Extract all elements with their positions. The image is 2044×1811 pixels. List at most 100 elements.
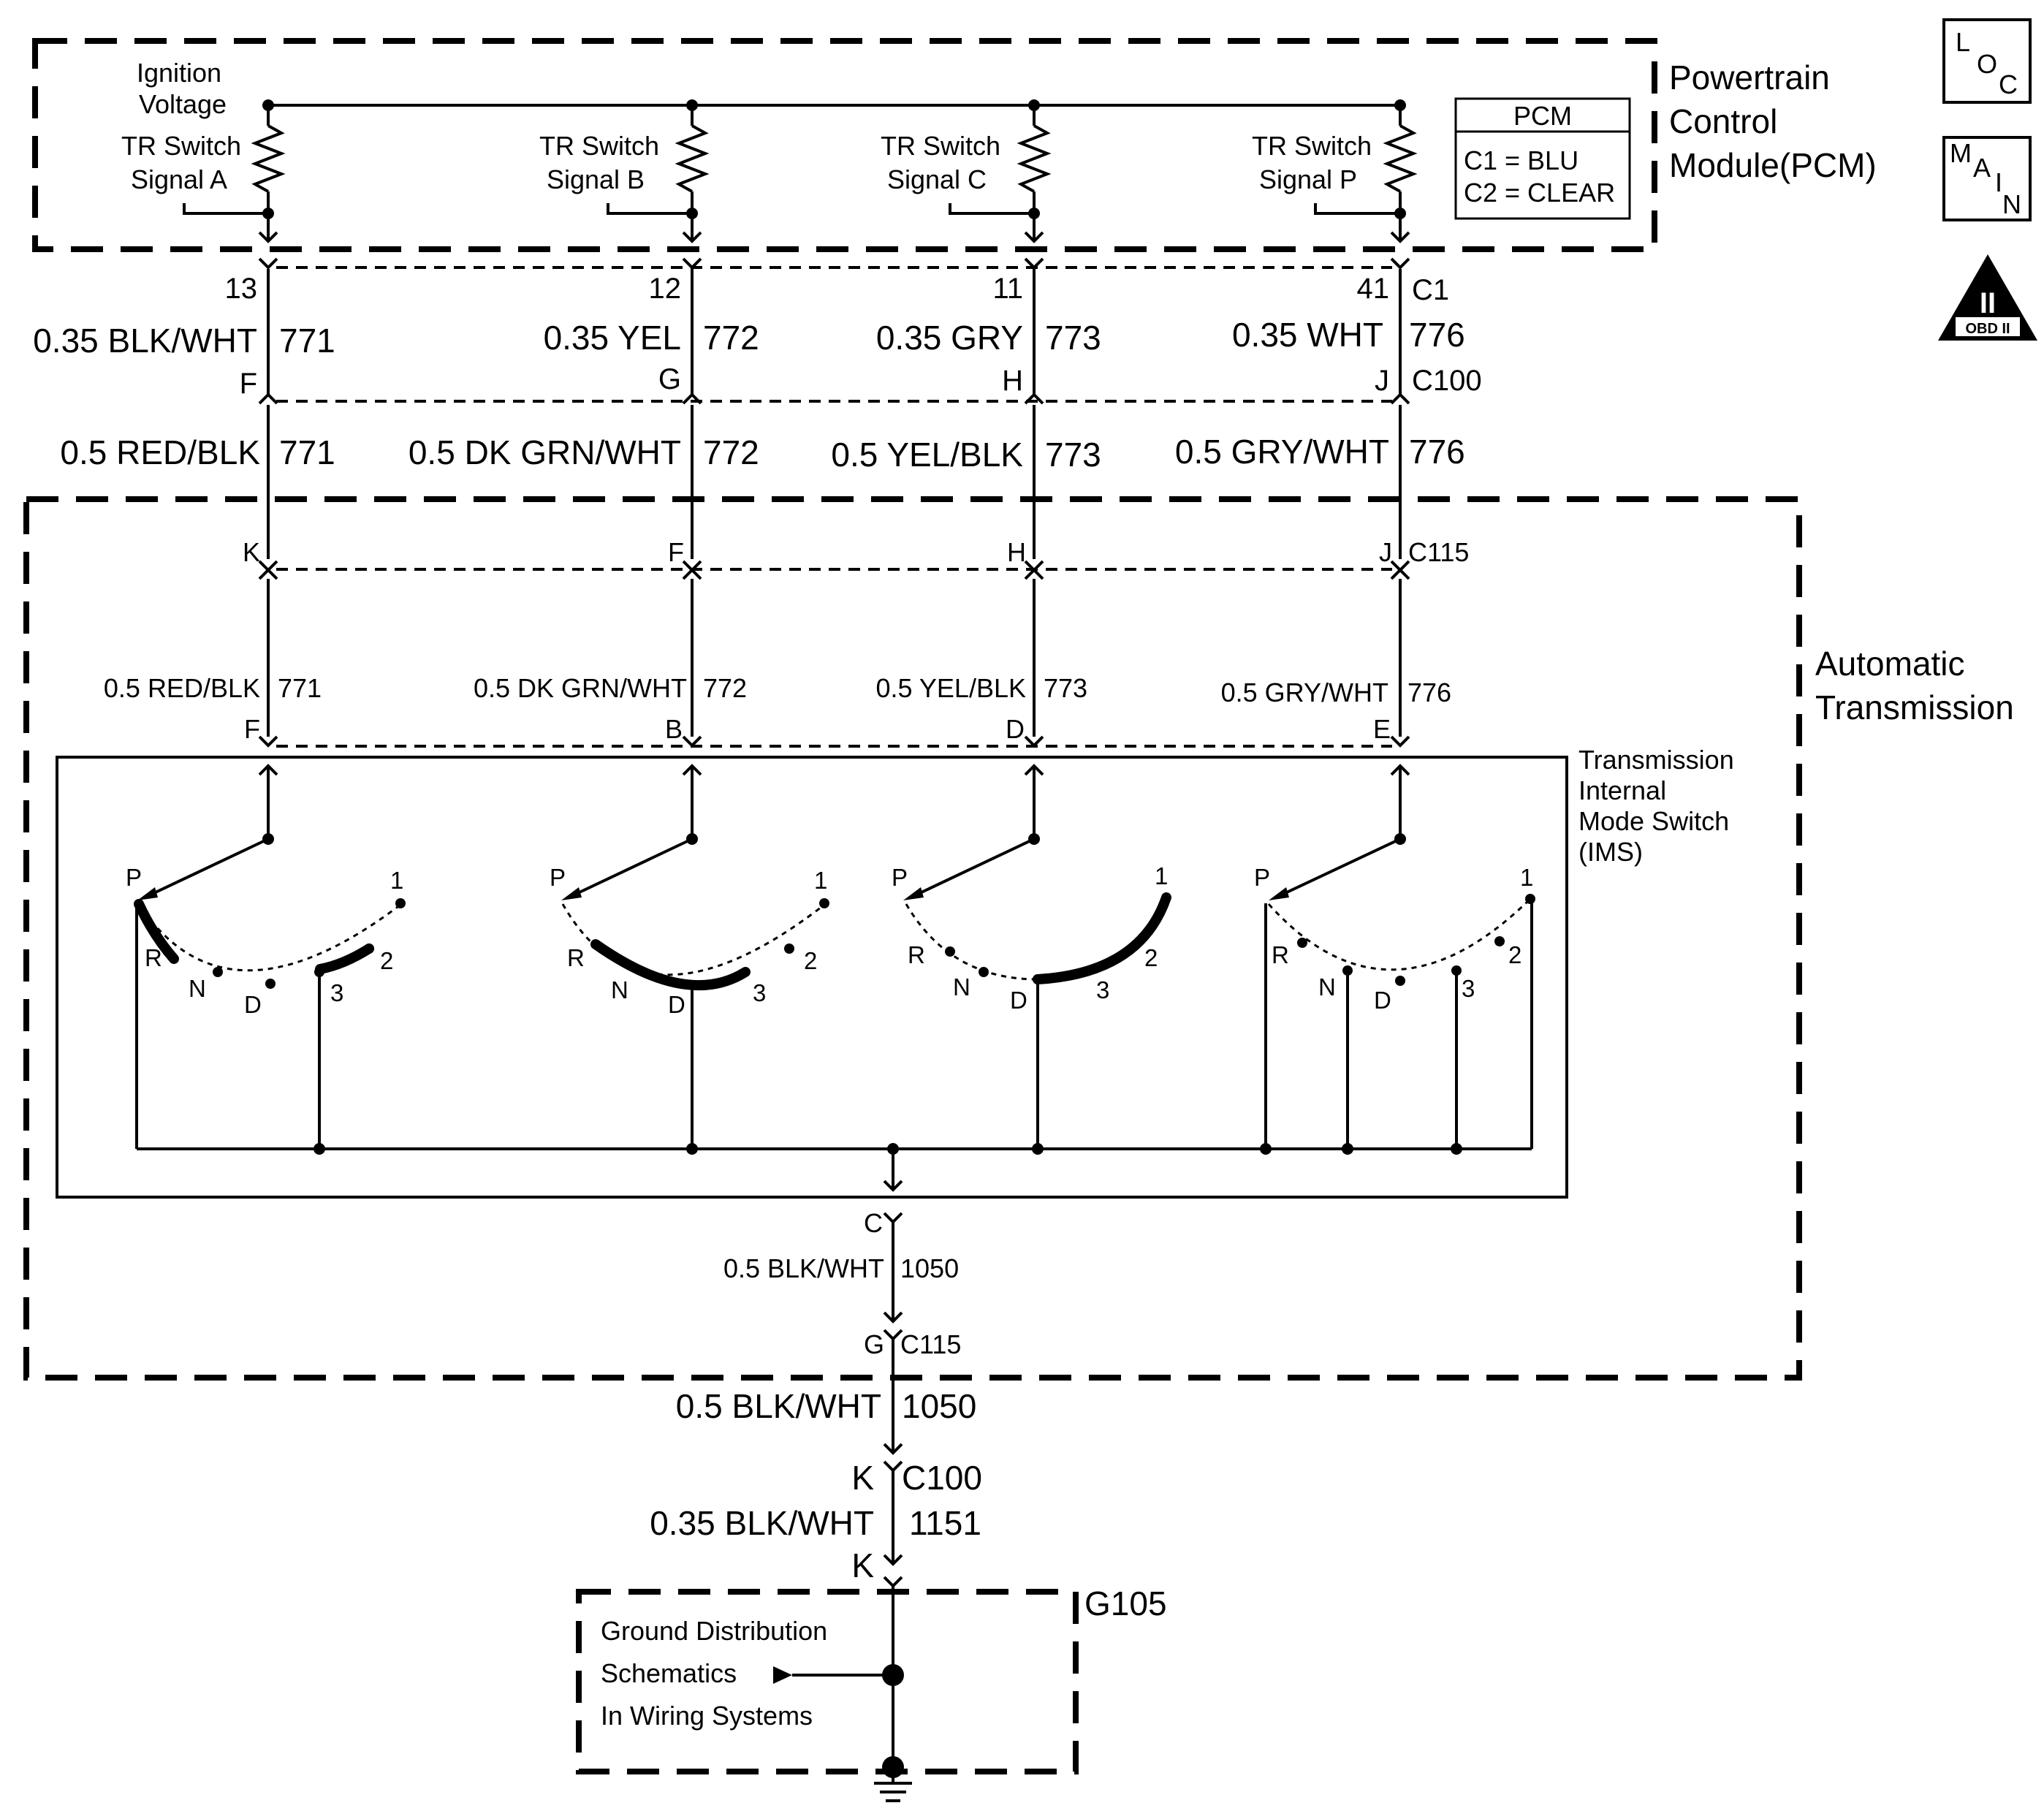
ground-g105-wiring (792, 1586, 904, 1783)
wire-color-772-internal: 0.5 DK GRN/WHT (474, 673, 687, 703)
c100-label: C100 (1412, 365, 1482, 397)
pullup-resistor-a (251, 105, 286, 241)
wire-color-771-pcm: 0.35 BLK/WHT (33, 322, 257, 360)
pcm-boundary (32, 38, 1657, 252)
pullup-resistor-p (1383, 105, 1418, 241)
wire-color-773-pcm: 0.35 GRY (876, 319, 1023, 357)
ims-pin-b: B (665, 714, 683, 744)
signal-tap-b (607, 203, 702, 243)
circuit-776-internal: 776 (1407, 677, 1451, 707)
circuit-1050-internal: 1050 (900, 1253, 959, 1283)
wire-color-772-harness: 0.5 DK GRN/WHT (409, 433, 681, 471)
svg-text:1: 1 (1520, 864, 1533, 891)
svg-text:3: 3 (753, 979, 766, 1006)
svg-text:P: P (126, 864, 142, 891)
c1-pin-c: 11 (992, 273, 1023, 305)
c115-terminals (258, 560, 1410, 737)
ground-c100-label: C100 (902, 1459, 982, 1497)
circuit-772-internal: 772 (703, 673, 747, 703)
svg-text:O: O (1977, 49, 1997, 79)
wire-color-773-internal: 0.5 YEL/BLK (876, 673, 1027, 703)
wire-color-776-internal: 0.5 GRY/WHT (1221, 677, 1388, 707)
signal-tap-p (1314, 203, 1410, 243)
svg-text:D: D (244, 991, 262, 1018)
ims-switch-c: P R N D 3 2 1 (892, 833, 1171, 1149)
signal-a-label: TR Switch Signal A (121, 131, 248, 194)
obd-ii-badge[interactable]: II OBD II (1938, 254, 2037, 341)
ground-c115-pin-bottom: G (864, 1329, 884, 1359)
svg-text:C: C (1999, 69, 2018, 99)
ims-pin-p: E (1373, 714, 1391, 744)
circuit-776-pcm: 776 (1409, 316, 1465, 354)
circuit-771-harness: 771 (279, 433, 335, 471)
ims-switch-a: P R N D 3 2 1 (126, 833, 406, 1149)
signal-b-label: TR Switch Signal B (539, 131, 666, 194)
ims-connector-terminals (258, 735, 1410, 748)
svg-text:R: R (567, 944, 585, 971)
main-badge[interactable]: M A I N (1942, 136, 2032, 221)
pullup-resistor-b (675, 105, 710, 241)
pcm-legend-title: PCM (1513, 101, 1572, 131)
svg-text:2: 2 (804, 947, 817, 974)
svg-text:R: R (908, 941, 925, 968)
c1-c100-wire-segments (258, 257, 1410, 405)
harness-wires (267, 405, 1402, 559)
svg-text:N: N (953, 973, 970, 1001)
ground-c115-label: C115 (900, 1329, 961, 1359)
c100-pin-p: J (1375, 365, 1389, 397)
svg-text:D: D (668, 991, 685, 1018)
c100-pin-b: G (658, 363, 681, 395)
ims-box (56, 756, 1568, 1199)
ground-g105-boundary (576, 1589, 1079, 1774)
signal-p-label: TR Switch Signal P (1252, 131, 1379, 194)
svg-text:3: 3 (1462, 975, 1475, 1002)
wire-color-776-harness: 0.5 GRY/WHT (1175, 433, 1389, 471)
wire-color-1151: 0.35 BLK/WHT (650, 1504, 874, 1542)
pcm-legend-c2: C2 = CLEAR (1464, 178, 1615, 208)
circuit-771-internal: 771 (278, 673, 322, 703)
svg-text:1: 1 (1155, 862, 1168, 889)
svg-text:D: D (1010, 987, 1027, 1014)
svg-text:3: 3 (1096, 976, 1109, 1003)
circuit-776-harness: 776 (1409, 433, 1465, 471)
ims-ground-bus (137, 1143, 1532, 1192)
c115-pin-a: K (243, 537, 260, 567)
ground-symbol-icon (874, 1782, 912, 1802)
svg-text:P: P (1254, 864, 1270, 891)
ground-c115-pin-top: C (864, 1208, 883, 1238)
c100-pin-c: H (1002, 365, 1023, 397)
svg-text:A: A (1973, 153, 1991, 183)
circuit-773-internal: 773 (1044, 673, 1087, 703)
c1-label: C1 (1412, 274, 1449, 306)
c100-pin-a: F (240, 368, 257, 400)
wire-color-1050-harness: 0.5 BLK/WHT (676, 1387, 881, 1425)
svg-text:1: 1 (390, 867, 403, 894)
pullup-resistor-c (1017, 105, 1052, 241)
svg-text:R: R (145, 944, 162, 971)
signal-tap-c (949, 203, 1044, 243)
svg-text:2: 2 (1144, 944, 1158, 971)
svg-text:N: N (2002, 189, 2021, 219)
pcm-connector-legend (1454, 97, 1631, 220)
wire-color-771-harness: 0.5 RED/BLK (60, 433, 260, 471)
c115-label: C115 (1408, 537, 1469, 567)
svg-text:2: 2 (1508, 941, 1521, 968)
svg-text:N: N (611, 976, 628, 1003)
svg-text:2: 2 (380, 947, 393, 974)
ignition-voltage-label: Ignition Voltage (137, 58, 229, 119)
wire-color-771-internal: 0.5 RED/BLK (104, 673, 260, 703)
svg-text:II: II (1980, 287, 1996, 319)
ground-reference-arrow (773, 1666, 792, 1684)
ground-c100-pin: K (851, 1459, 874, 1497)
c115-pin-c: H (1007, 537, 1026, 567)
c1-pin-a: 13 (225, 273, 258, 305)
location-badge[interactable]: L O C (1942, 18, 2032, 104)
ims-switch-b: P R N D 3 2 1 (550, 833, 829, 1149)
circuit-773-harness: 773 (1045, 436, 1101, 474)
ims-pin-a: F (244, 714, 260, 744)
ground-distribution-note[interactable]: Ground Distribution Schematics In Wiring… (601, 1616, 835, 1731)
c1-pin-p: 41 (1357, 273, 1390, 305)
wire-color-776-pcm: 0.35 WHT (1232, 316, 1383, 354)
circuit-773-pcm: 773 (1045, 319, 1101, 357)
svg-text:L: L (1956, 27, 1970, 57)
